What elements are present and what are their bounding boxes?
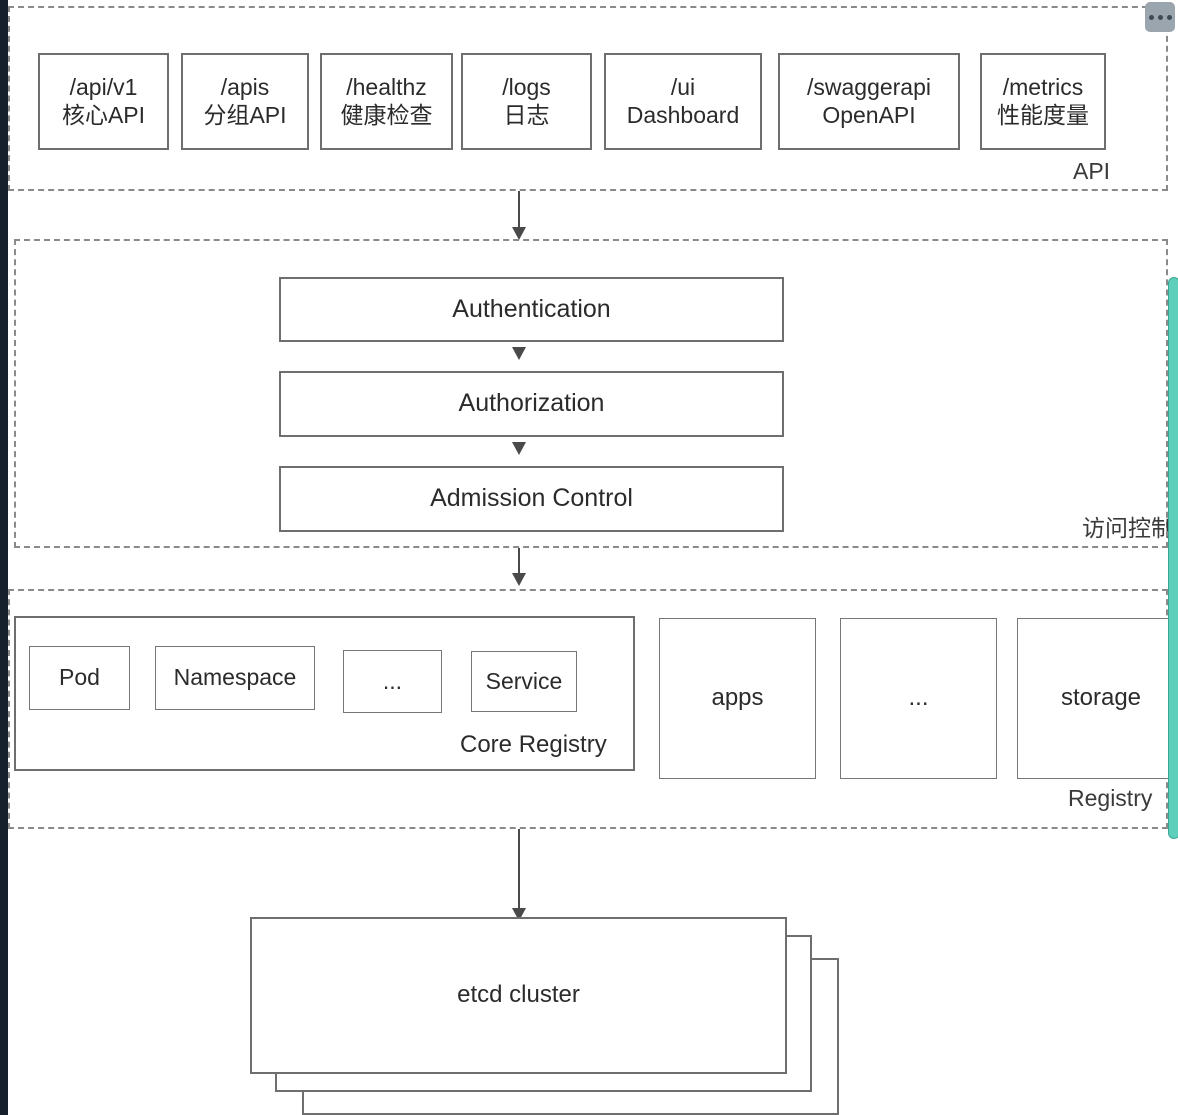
registry-node-service[interactable]: Service <box>471 651 577 712</box>
registry-node-apps[interactable]: apps <box>659 618 816 779</box>
node-label: Authorization <box>458 389 605 418</box>
node-label: /metrics 性能度量 <box>997 74 1089 128</box>
registry-node-namespace[interactable]: Namespace <box>155 646 315 710</box>
node-label: /healthz 健康检查 <box>340 74 433 128</box>
vertical-scrollbar[interactable] <box>1168 277 1178 839</box>
etcd-cluster-node[interactable]: etcd cluster <box>250 917 787 1074</box>
node-label: Authentication <box>452 294 611 323</box>
node-label: Admission Control <box>430 484 633 513</box>
node-label: storage <box>1060 684 1142 712</box>
api-node-healthz[interactable]: /healthz 健康检查 <box>320 53 453 150</box>
access-node-authorization[interactable]: Authorization <box>279 371 784 437</box>
node-label: ... <box>382 667 403 694</box>
access-node-authentication[interactable]: Authentication <box>279 277 784 342</box>
dot-1 <box>1148 14 1154 20</box>
arrow-authn-to-authz-head <box>512 347 526 360</box>
core-registry-label: Core Registry <box>460 731 607 758</box>
node-label: /swaggerapi OpenAPI <box>806 74 932 128</box>
arrow-api-to-access-line <box>518 191 520 233</box>
api-node-logs[interactable]: /logs 日志 <box>461 53 592 150</box>
editor-gutter-strip <box>0 0 8 1115</box>
node-label: /logs 日志 <box>502 74 551 128</box>
registry-node-more-core[interactable]: ... <box>343 650 442 713</box>
node-label: Service <box>485 667 563 694</box>
access-node-admission-control[interactable]: Admission Control <box>279 466 784 532</box>
three-dots-handle[interactable] <box>1145 2 1175 32</box>
group-label-access-control: 访问控制 <box>1082 515 1174 541</box>
node-label: Pod <box>59 664 100 691</box>
group-api[interactable] <box>8 6 1168 191</box>
node-label: apps <box>711 684 764 712</box>
group-label-registry: Registry <box>1068 785 1153 811</box>
arrow-authz-to-admission-head <box>512 442 526 455</box>
api-node-swaggerapi[interactable]: /swaggerapi OpenAPI <box>778 53 960 150</box>
group-label-api: API <box>1073 158 1111 184</box>
node-label: etcd cluster <box>457 981 580 1009</box>
node-label: /api/v1 核心API <box>61 74 146 128</box>
api-node-ui[interactable]: /ui Dashboard <box>604 53 762 150</box>
api-node-apis[interactable]: /apis 分组API <box>181 53 309 150</box>
arrow-access-to-registry-head <box>512 573 526 586</box>
node-label: Namespace <box>173 664 297 691</box>
dot-3 <box>1166 14 1172 20</box>
registry-node-storage[interactable]: storage <box>1017 618 1178 779</box>
arrow-access-to-registry-line <box>518 548 520 578</box>
node-label: /apis 分组API <box>203 74 287 128</box>
node-label: /ui Dashboard <box>626 74 740 128</box>
registry-node-more-reg[interactable]: ... <box>840 618 997 779</box>
arrow-registry-to-etcd-line <box>518 829 520 915</box>
registry-node-pod[interactable]: Pod <box>29 646 130 710</box>
dot-2 <box>1157 14 1163 20</box>
api-node-metrics[interactable]: /metrics 性能度量 <box>980 53 1106 150</box>
api-node-api-v1[interactable]: /api/v1 核心API <box>38 53 169 150</box>
arrow-api-to-access-head <box>512 227 526 240</box>
node-label: ... <box>908 684 929 712</box>
group-access-control[interactable] <box>14 239 1168 548</box>
